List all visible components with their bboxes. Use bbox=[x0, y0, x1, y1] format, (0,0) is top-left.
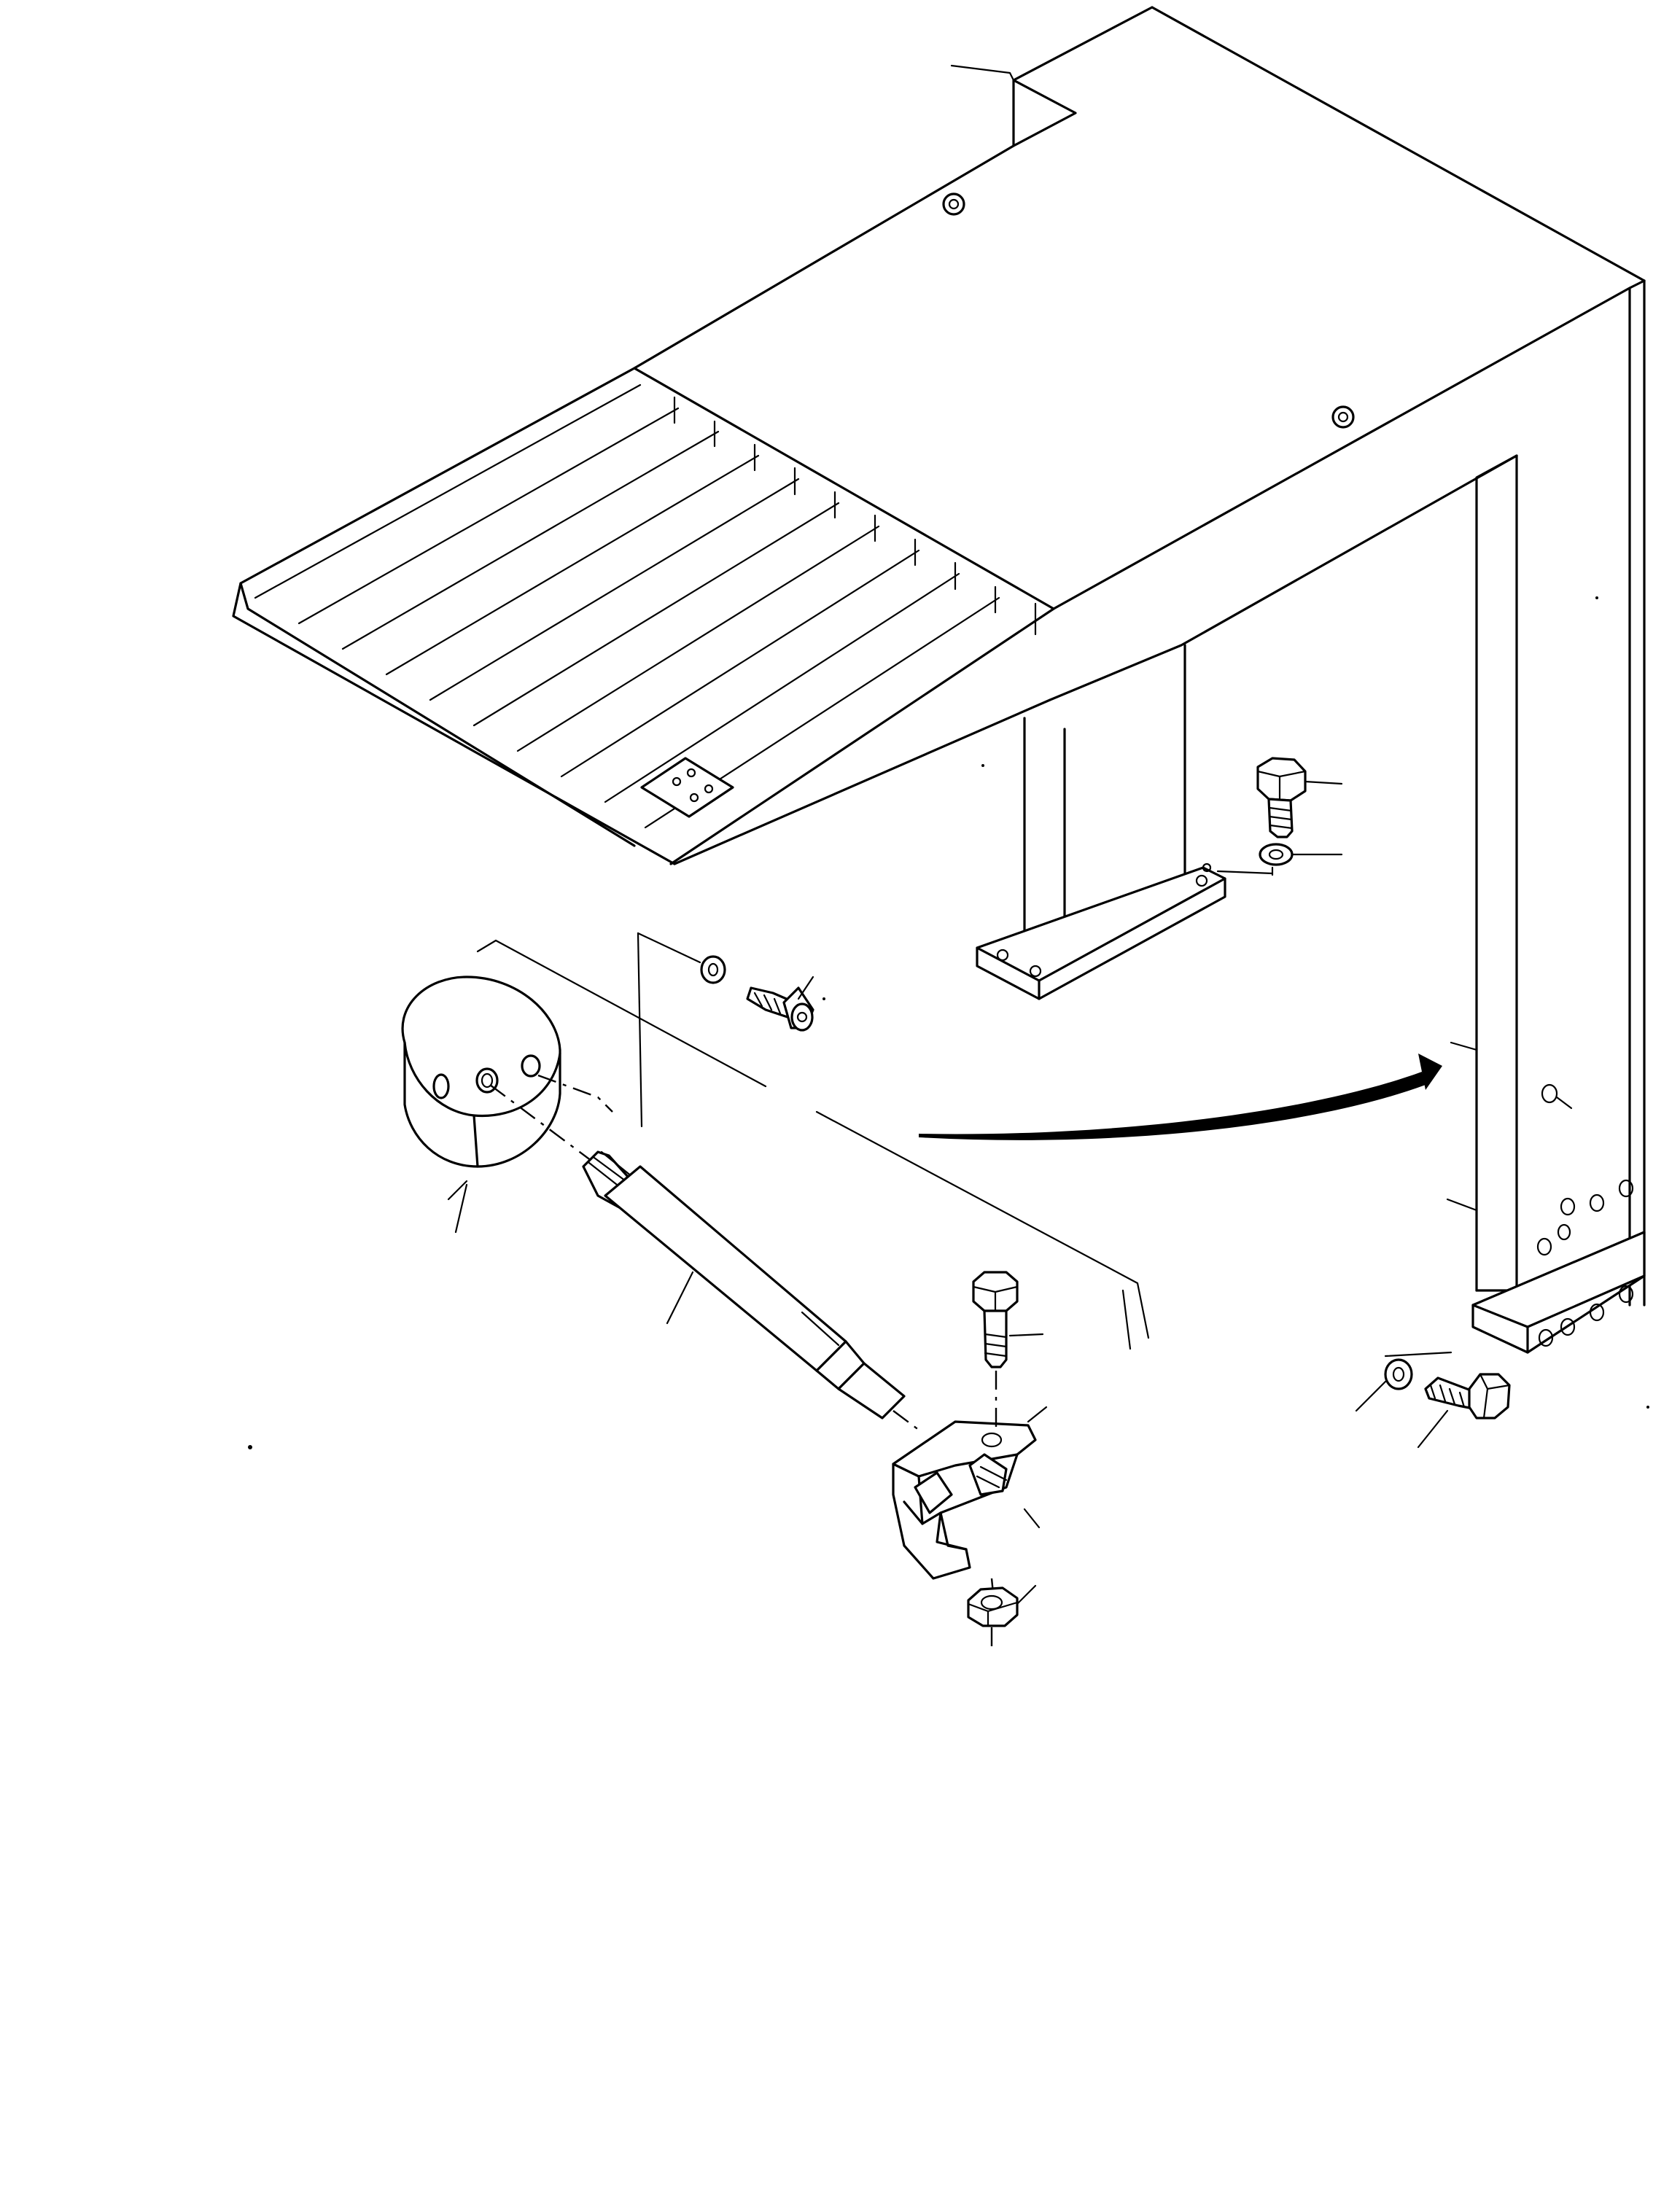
hex-bolt-bracket bbox=[972, 1271, 1044, 1429]
guard-canopy bbox=[232, 6, 1646, 1306]
assembly-bracket-lines bbox=[476, 932, 1150, 1350]
leader-lower-bolt bbox=[1417, 1409, 1449, 1449]
disc-hole-right bbox=[521, 1054, 541, 1078]
support-rod bbox=[489, 1074, 923, 1433]
rear-post-hole bbox=[1541, 1083, 1558, 1104]
counterweight-disc bbox=[401, 975, 561, 1234]
lock-washer-lower bbox=[1384, 1358, 1413, 1390]
socket-cap-screw bbox=[700, 955, 814, 1032]
leader-bracket bbox=[1027, 1406, 1048, 1423]
hex-bolt-upper bbox=[1256, 757, 1343, 838]
bracket-hole bbox=[981, 1432, 1003, 1448]
leader-nut bbox=[1016, 1584, 1037, 1605]
canopy-front-lip bbox=[232, 367, 676, 865]
stray-dot bbox=[248, 1445, 252, 1449]
roof-nut-2 bbox=[1331, 405, 1355, 429]
front-post-base-plate bbox=[976, 866, 1226, 1000]
rear-post bbox=[1446, 1041, 1646, 1354]
louver-grille bbox=[254, 383, 1037, 829]
leader-screw bbox=[797, 975, 814, 1000]
canopy-notch bbox=[1012, 6, 1154, 147]
disc-hole-left bbox=[432, 1073, 450, 1099]
leader-top bbox=[950, 64, 1015, 82]
grille-mounting-plate bbox=[640, 757, 734, 818]
roof-nut-1 bbox=[942, 192, 965, 216]
small-washer bbox=[700, 955, 726, 984]
clamp-bracket bbox=[892, 1406, 1048, 1580]
leader-disc bbox=[454, 1183, 468, 1234]
front-post bbox=[976, 644, 1226, 1000]
hex-nut bbox=[967, 1578, 1037, 1648]
direction-arrow bbox=[919, 1054, 1442, 1140]
leader-rod bbox=[666, 1271, 694, 1325]
rear-post-foot bbox=[1471, 1231, 1646, 1354]
lock-washer-upper bbox=[1216, 843, 1343, 876]
hex-bolt-lower bbox=[1355, 1351, 1511, 1449]
